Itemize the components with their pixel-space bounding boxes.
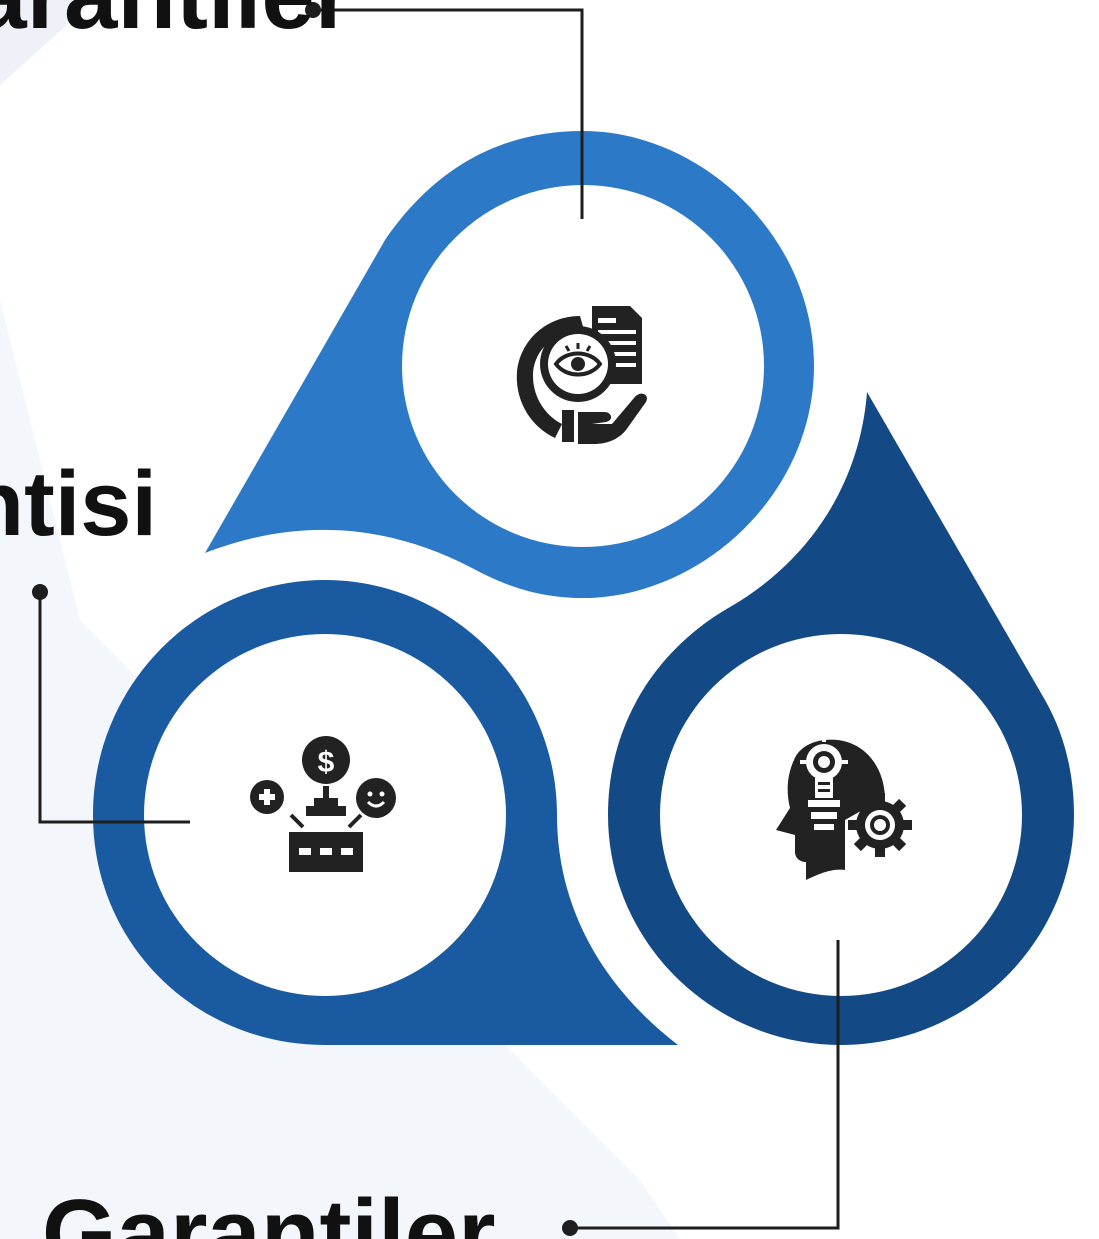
- connector-top: [313, 8, 584, 219]
- top-blob: [205, 131, 814, 598]
- background-tint-band: [0, 300, 680, 1239]
- connector-top-dot: [305, 2, 321, 18]
- label-top: Garantiler: [0, 0, 352, 44]
- connector-bottom-dot: [562, 1220, 578, 1236]
- connector-bottom: [570, 940, 840, 1230]
- svg-text:$: $: [318, 746, 335, 779]
- gear-icon: [848, 793, 912, 857]
- background-tint-top: [0, 0, 95, 85]
- head-bulb-gear-icon: [776, 734, 912, 880]
- label-bottom: Garantiler: [42, 1180, 496, 1239]
- connector-left-dot: [32, 584, 48, 600]
- money-cross-smile-icon: $: [250, 736, 396, 872]
- connector-left: [38, 592, 190, 824]
- document-eye-hand-icon: [516, 306, 647, 444]
- label-left: Teminatlar ve Fiyat Garantisi: [0, 453, 157, 555]
